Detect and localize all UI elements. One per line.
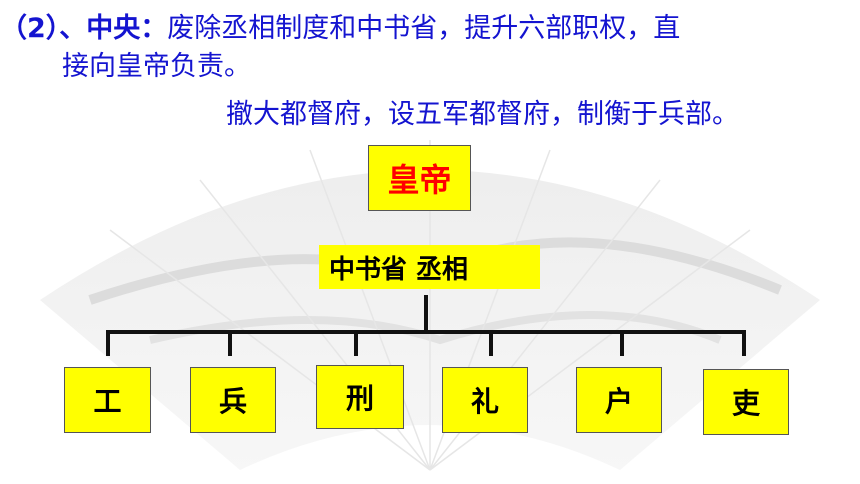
ministry-box-bing: 兵	[190, 367, 276, 433]
heading-line-1-text: 废除丞相制度和中书省，提升六部职权，直	[167, 13, 681, 44]
heading-line-2: 接向皇帝负责。	[62, 51, 251, 82]
ministry-box-xing: 刑	[316, 365, 404, 429]
connector-drop-libu	[742, 330, 746, 356]
ministry-box-li: 礼	[442, 367, 528, 433]
emperor-box: 皇帝	[368, 145, 471, 211]
ministry-box-gong: 工	[64, 367, 151, 433]
heading-line-1: （2）、中央：废除丞相制度和中书省，提升六部职权，直	[0, 6, 680, 45]
connector-drop-bing	[228, 330, 232, 356]
connector-drop-gong	[106, 330, 110, 356]
section-label: 、中央：	[59, 13, 168, 44]
ministry-box-libu: 吏	[703, 369, 789, 435]
section-number: （2）	[0, 13, 60, 44]
connector-drop-xing	[354, 330, 358, 356]
connector-drop-li	[489, 330, 493, 356]
connector-vertical-main	[424, 295, 428, 333]
connector-horizontal	[106, 330, 746, 334]
ministry-box-hu: 户	[576, 367, 662, 433]
connector-drop-hu	[620, 330, 624, 356]
heading-line-3: 撤大都督府，设五军都督府，制衡于兵部。	[226, 99, 739, 130]
secretariat-box: 中书省 丞相	[319, 245, 540, 289]
